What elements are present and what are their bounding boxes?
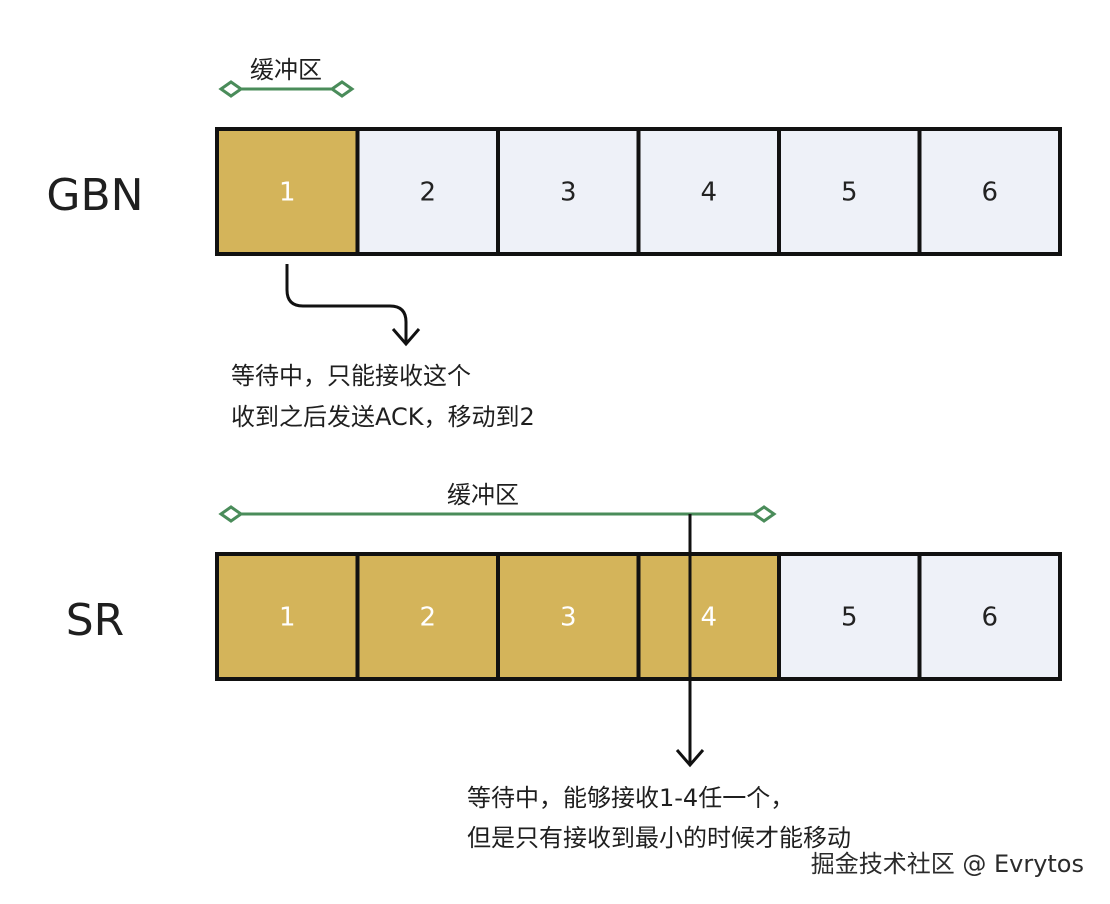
sr-arrow-head <box>675 749 705 768</box>
sr-cell-5-label: 5 <box>841 603 858 633</box>
gbn-cell-2 <box>355 127 500 256</box>
gbn-section: GBN 缓冲区 1 2 3 4 5 6 等待中，只能接收这个 收到之后发送ACK，移动到2 <box>46 56 1062 431</box>
sr-note-line2: 但是只有接收到最小的时候才能移动 <box>467 824 851 852</box>
gbn-note-line2: 收到之后发送ACK，移动到2 <box>231 403 535 431</box>
sr-label: SR <box>66 595 125 646</box>
gbn-cell-3-label: 3 <box>560 178 577 208</box>
sr-cell-1-label: 1 <box>279 603 296 633</box>
sr-cell-3-label: 3 <box>560 603 577 633</box>
sr-cell-4 <box>636 552 781 681</box>
sr-note-line1: 等待中，能够接收1-4任一个， <box>467 784 794 812</box>
gbn-cell-5-label: 5 <box>841 178 858 208</box>
gbn-cell-6-label: 6 <box>981 178 998 208</box>
sr-cell-4-label: 4 <box>700 603 717 633</box>
gbn-cell-6 <box>917 127 1062 256</box>
sr-window-cells: 1 2 3 4 5 6 <box>215 552 1062 681</box>
sr-cell-2 <box>355 552 500 681</box>
gbn-label: GBN <box>46 170 143 221</box>
gbn-cell-2-label: 2 <box>419 178 436 208</box>
gbn-buffer-diamond-right <box>329 80 355 98</box>
gbn-window-cells: 1 2 3 4 5 6 <box>215 127 1062 256</box>
sr-buffer-indicator: 缓冲区 <box>218 481 777 523</box>
gbn-buffer-diamond-left <box>218 80 244 98</box>
gbn-cell-1-label: 1 <box>279 178 296 208</box>
sr-buffer-label: 缓冲区 <box>447 481 519 509</box>
sr-cell-6-label: 6 <box>981 603 998 633</box>
gbn-buffer-indicator: 缓冲区 <box>218 56 355 98</box>
sr-section: SR 缓冲区 1 2 3 4 5 6 等待中，能够接收1-4任一个， 但是只有接收到最小的… <box>66 481 1062 852</box>
sr-cell-6 <box>917 552 1062 681</box>
sr-buffer-diamond-right <box>751 505 777 523</box>
gbn-buffer-label: 缓冲区 <box>250 56 322 84</box>
watermark: 掘金技术社区 @ Evrytos <box>811 850 1084 878</box>
gbn-arrow-head <box>391 328 421 347</box>
sr-cell-2-label: 2 <box>419 603 436 633</box>
gbn-arrow <box>285 264 408 342</box>
gbn-cell-3 <box>496 127 641 256</box>
gbn-note-line1: 等待中，只能接收这个 <box>231 362 471 390</box>
sr-buffer-diamond-left <box>218 505 244 523</box>
gbn-cell-4-label: 4 <box>700 178 717 208</box>
